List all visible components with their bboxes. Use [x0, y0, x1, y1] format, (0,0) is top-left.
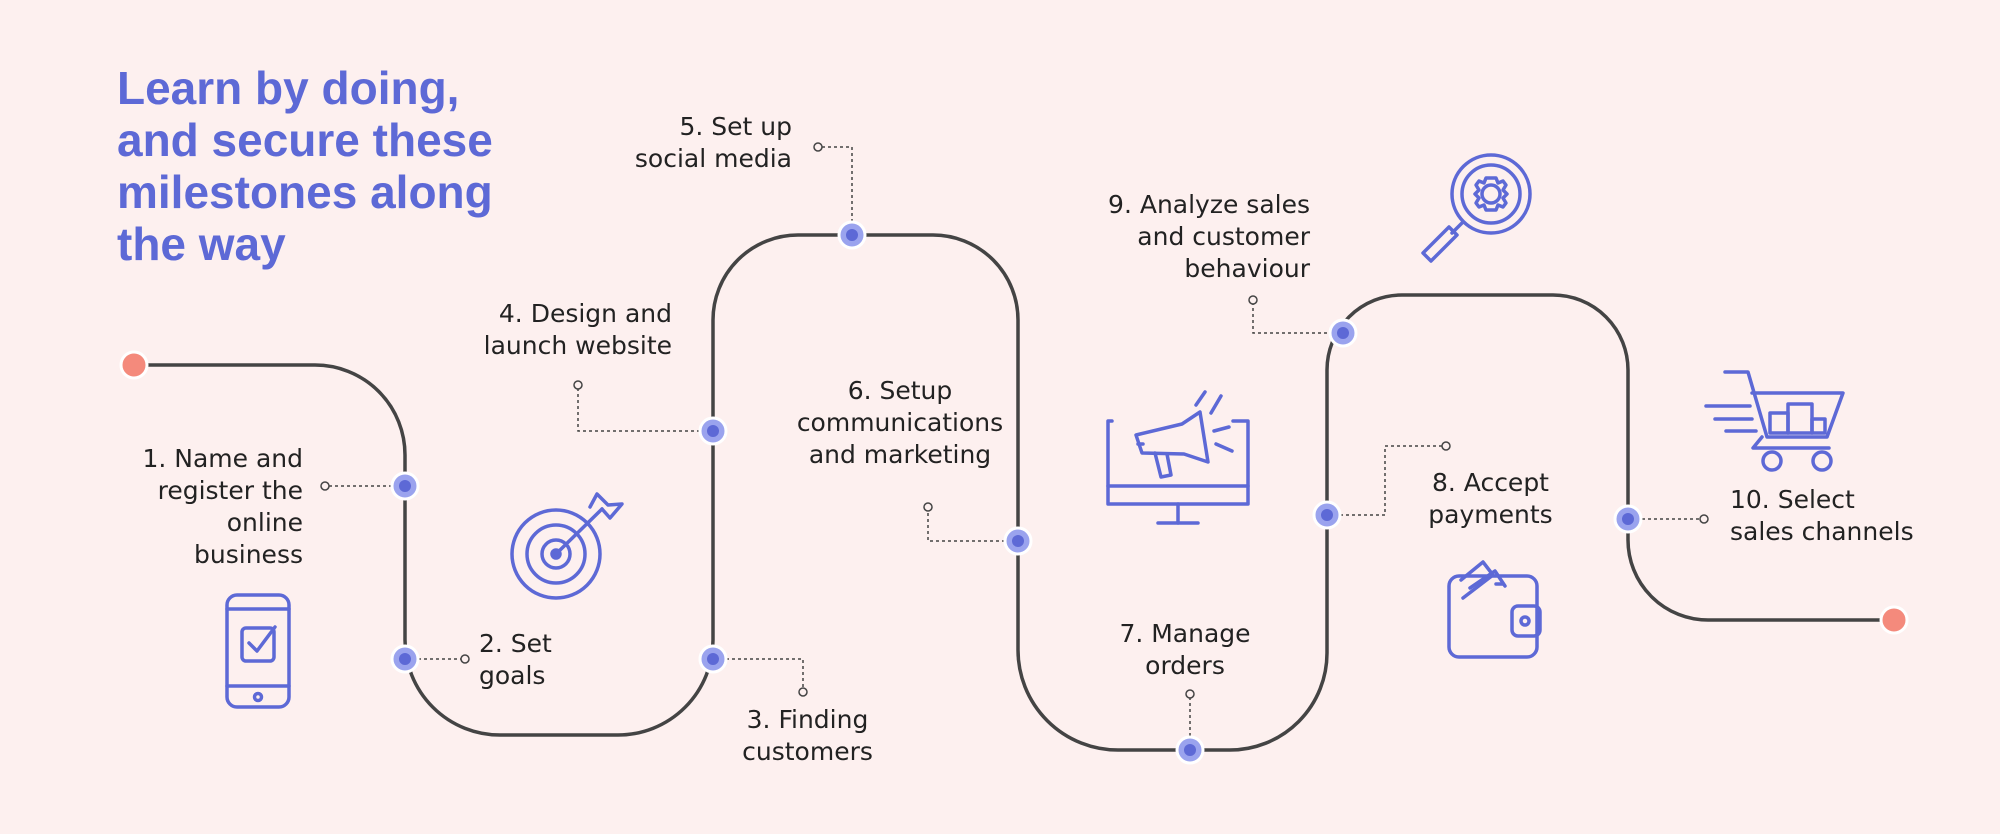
milestone-label-7: 7. Manage orders: [1110, 618, 1260, 682]
roadmap-path: [134, 233, 1894, 752]
milestone-4-line-1: 4. Design and: [498, 299, 672, 328]
milestone-9-line-1: 9. Analyze sales: [1108, 190, 1310, 219]
milestone-10-line-1: 10. Select: [1730, 485, 1855, 514]
leader-7-end: [1185, 689, 1195, 699]
leader-4-end: [573, 380, 583, 390]
milestone-7-line-2: orders: [1145, 651, 1225, 680]
title-line-1: Learn by doing,: [117, 62, 460, 114]
milestone-label-4: 4. Design and launch website: [460, 298, 672, 362]
leader-3-end: [798, 687, 808, 697]
milestone-label-9: 9. Analyze sales and customer behaviour: [1080, 189, 1310, 285]
milestone-label-6: 6. Setup communications and marketing: [795, 375, 1005, 471]
title-line-3: milestones along: [117, 166, 493, 218]
leader-6-end: [923, 502, 933, 512]
page-title: Learn by doing, and secure these milesto…: [117, 62, 493, 270]
milestone-2-line-2: goals: [479, 661, 546, 690]
milestone-node-6: [1003, 526, 1033, 556]
milestone-4-line-2: launch website: [483, 331, 672, 360]
milestone-9-line-3: behaviour: [1184, 254, 1310, 283]
milestone-node-9: [1328, 318, 1358, 348]
magnifier-gear-icon: [1421, 153, 1532, 263]
leader-3: [726, 658, 804, 690]
leader-9-end: [1248, 295, 1258, 305]
milestone-8-line-1: 8. Accept: [1431, 468, 1549, 497]
milestone-6-line-3: and marketing: [808, 440, 992, 469]
milestone-5-line-2: social media: [634, 144, 792, 173]
leader-9: [1252, 300, 1327, 334]
milestone-6-line-2: communications: [796, 408, 1004, 437]
milestone-8-line-2: payments: [1428, 500, 1553, 529]
milestone-1-line-1: 1. Name and: [142, 444, 303, 473]
milestone-6-line-1: 6. Setup: [847, 376, 953, 405]
milestone-node-1: [390, 471, 420, 501]
milestone-9-line-2: and customer: [1137, 222, 1310, 251]
leader-4: [577, 386, 700, 432]
milestone-1-line-4: business: [194, 540, 303, 569]
title-line-4: the way: [117, 218, 286, 270]
leader-10-end: [1699, 514, 1709, 524]
megaphone-monitor-icon: [1106, 390, 1250, 525]
end-point: [1879, 605, 1909, 635]
milestone-label-1: 1. Name and register the online business: [120, 443, 303, 571]
leader-6: [927, 508, 1005, 542]
milestone-node-8: [1312, 500, 1342, 530]
milestone-node-3: [698, 644, 728, 674]
milestone-node-5: [837, 220, 867, 250]
target-arrow-icon: [510, 492, 624, 600]
milestone-node-4: [698, 416, 728, 446]
title-line-2: and secure these: [117, 114, 493, 166]
milestone-7-line-1: 7. Manage: [1119, 619, 1251, 648]
milestone-2-line-1: 2. Set: [479, 629, 552, 658]
milestone-label-2: 2. Set goals: [479, 628, 552, 692]
milestone-5-line-1: 5. Set up: [679, 112, 792, 141]
milestone-node-7: [1175, 735, 1205, 765]
milestone-label-8: 8. Accept payments: [1418, 467, 1563, 531]
milestone-3-line-2: customers: [742, 737, 873, 766]
leader-5: [818, 146, 853, 222]
milestone-1-line-2: register the: [157, 476, 303, 505]
milestone-label-3: 3. Finding customers: [730, 704, 885, 768]
leader-1-end: [320, 481, 330, 491]
milestone-label-10: 10. Select sales channels: [1730, 484, 1914, 548]
milestone-node-2: [390, 644, 420, 674]
leader-5-end: [813, 142, 823, 152]
shopping-cart-icon: [1704, 370, 1845, 472]
leader-8-end: [1441, 441, 1451, 451]
milestone-10-line-2: sales channels: [1730, 517, 1914, 546]
leader-2-end: [460, 654, 470, 664]
milestone-node-10: [1613, 504, 1643, 534]
milestone-label-5: 5. Set up social media: [600, 111, 792, 175]
start-point: [119, 350, 149, 380]
wallet-icon: [1447, 560, 1542, 659]
milestone-1-line-3: online: [226, 508, 303, 537]
leader-8: [1340, 445, 1446, 516]
smartphone-checkmark-icon: [225, 593, 291, 709]
milestone-3-line-1: 3. Finding: [746, 705, 869, 734]
